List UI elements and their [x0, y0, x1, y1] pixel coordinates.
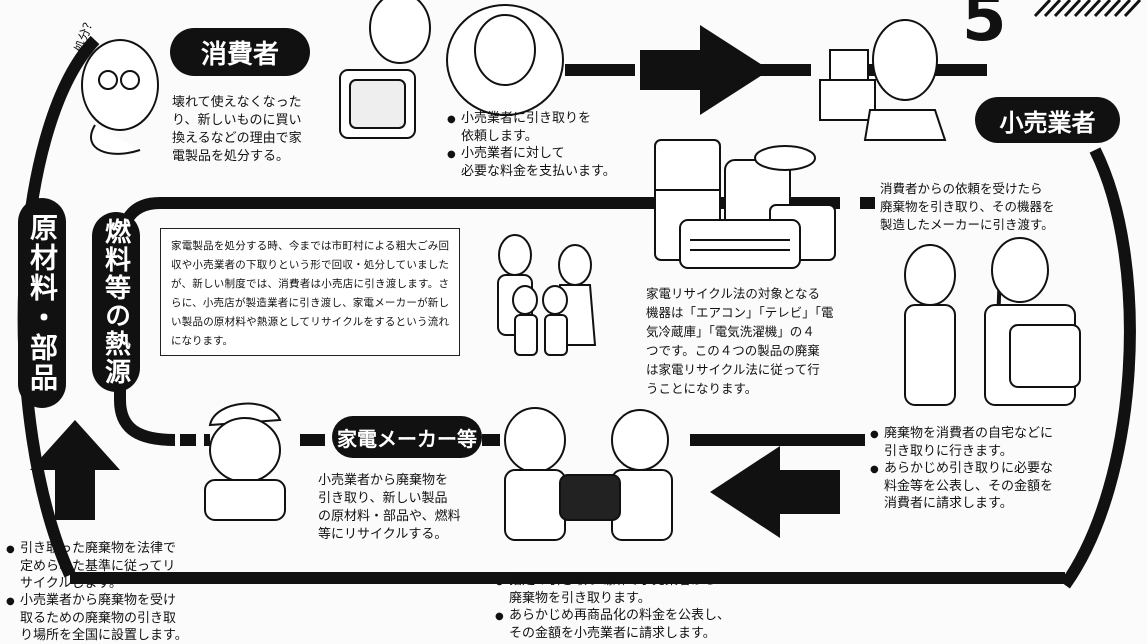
retailer-handover-illustration	[904, 237, 1081, 406]
arrow-up-left	[30, 420, 120, 520]
retailer-description: 消費者からの依頼を受けたら 廃棄物を引き取り、その機器を 製造したメーカーに引き…	[880, 181, 1055, 232]
consumer-description: 壊れて使えなくなった り、新しいものに買い 換えるなどの理由で家 電製品を処分す…	[172, 95, 302, 164]
appliances-illustration	[654, 139, 836, 269]
retailer-action-item: 廃棄物を消費者の自宅などに 引き取りに行きます。	[870, 425, 1100, 460]
retailer-actions: 廃棄物を消費者の自宅などに 引き取りに行きます。 あらかじめ引き取りに必要な 料…	[870, 425, 1100, 512]
consumer-label: 消費者	[170, 28, 310, 76]
fuel-heat-text: 燃料等の熱源	[100, 218, 131, 386]
law-description: 家電リサイクル法の対象となる 機器は「エアコン」「テレビ」「電 気冷蔵庫」「電気…	[646, 286, 834, 396]
handover-illustration	[504, 407, 673, 541]
consumer-actions: 小売業者に引き取りを 依頼します。 小売業者に対して 必要な料金を支払います。	[447, 110, 647, 180]
designated-action-item: 指定の引き取り場所で小売業者から 廃棄物を引き取ります。	[495, 572, 785, 607]
arrow-left-bottom	[710, 446, 840, 538]
raw-materials-label: 原材料・部品	[18, 198, 66, 408]
retailer-label: 小売業者	[975, 97, 1120, 143]
center-explanation-box: 家電製品を処分する時、今までは市町村による粗大ごみ回収や小売業者の下取りという形…	[160, 228, 460, 356]
designated-action-item: あらかじめ再商品化の料金を公表し、 その金額を小売業者に請求します。	[495, 607, 785, 642]
designated-actions: 指定の引き取り場所で小売業者から 廃棄物を引き取ります。 あらかじめ再商品化の料…	[495, 572, 785, 642]
arrow-right-top	[640, 25, 770, 115]
recycle-actions: 引き取った廃棄物を法律で 定められた基準に従ってリ サイクルします。 小売業者か…	[6, 540, 221, 644]
man-on-phone-illustration	[446, 4, 564, 116]
recycle-action-item: 小売業者から廃棄物を受け 取るための廃棄物の引き取 り場所を全国に設置します。	[6, 592, 221, 644]
corner-hatch-mark	[1033, 0, 1142, 18]
manufacturer-label: 家電メーカー等	[332, 416, 482, 458]
fuel-heat-label: 燃料等の熱源	[92, 212, 140, 392]
consumer-action-item: 小売業者に引き取りを 依頼します。	[447, 110, 647, 145]
consumer-man-illustration	[81, 39, 159, 155]
raw-materials-text: 原材料・部品	[26, 213, 59, 393]
retailer-action-item: あらかじめ引き取りに必要な 料金等を公表し、その金額を 消費者に請求します。	[870, 460, 1100, 512]
consumer-action-item: 小売業者に対して 必要な料金を支払います。	[447, 145, 647, 180]
man-with-tv-illustration	[339, 0, 431, 139]
recycle-action-item: 引き取った廃棄物を法律で 定められた基準に従ってリ サイクルします。	[6, 540, 221, 592]
family-illustration	[497, 234, 597, 356]
manufacturer-worker-illustration	[204, 402, 286, 521]
outer-loop-right	[1060, 147, 1136, 589]
retailer-man-illustration	[819, 19, 947, 141]
page-number: 5	[962, 0, 1007, 56]
manufacturer-description: 小売業者から廃棄物を 引き取り、新しい製品 の原材料・部品や、燃料 等にリサイク…	[318, 473, 461, 542]
